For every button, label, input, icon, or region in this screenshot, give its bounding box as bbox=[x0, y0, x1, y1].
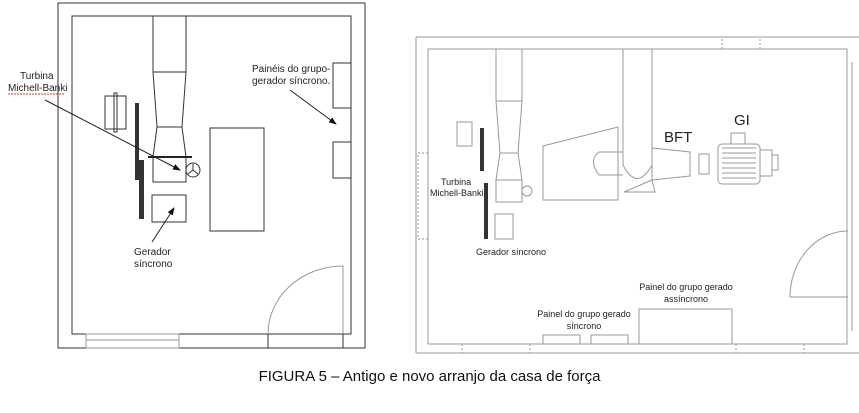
label-turbine: Turbina bbox=[441, 177, 471, 187]
panel-async bbox=[638, 308, 733, 345]
label-generator: síncrono bbox=[134, 259, 173, 270]
coupling bbox=[698, 153, 710, 175]
label-bft: BFT bbox=[664, 129, 692, 146]
flywheel bbox=[104, 95, 127, 130]
table bbox=[209, 127, 265, 232]
old-layout-plan: Turbina Michell-Banki Painéis do grupo- … bbox=[8, 2, 366, 349]
synchronous-generator bbox=[494, 213, 514, 240]
new-layout-plan: BFT GI Turbina Michell-Banki Gerador sín… bbox=[415, 36, 859, 354]
label-panel-sync: síncrono bbox=[567, 321, 602, 331]
draft-pipe bbox=[622, 49, 653, 179]
penstock bbox=[495, 49, 523, 181]
turbine-body bbox=[495, 179, 523, 203]
panel bbox=[332, 141, 352, 179]
belt bbox=[480, 128, 484, 171]
label-turbine: Michell-Banki bbox=[8, 83, 67, 94]
flywheel bbox=[456, 121, 473, 147]
window bbox=[735, 343, 805, 354]
label-panel-async: assíncrono bbox=[664, 294, 708, 304]
label-generator: Gerador síncrono bbox=[476, 247, 546, 257]
label-turbine: Turbina bbox=[20, 71, 54, 82]
window bbox=[417, 152, 429, 240]
label-panels: Painéis do grupo- bbox=[252, 64, 330, 75]
bft-pump bbox=[651, 147, 691, 181]
label-panel-async: Painel do grupo gerado bbox=[639, 282, 733, 292]
penstock bbox=[152, 16, 187, 158]
label-turbine: Michell-Banki bbox=[430, 188, 484, 198]
pump-inlet bbox=[593, 151, 623, 176]
synchronous-generator bbox=[151, 194, 187, 223]
window bbox=[721, 36, 761, 50]
door-swing bbox=[267, 265, 344, 335]
tank bbox=[542, 126, 619, 201]
panel-sync bbox=[542, 334, 581, 345]
label-generator: Gerador bbox=[134, 247, 171, 258]
label-gi: GI bbox=[734, 112, 750, 129]
window bbox=[85, 333, 180, 349]
belt bbox=[135, 103, 139, 180]
figure-caption: FIGURA 5 – Antigo e novo arranjo da casa… bbox=[258, 368, 601, 385]
outer-wall bbox=[57, 2, 366, 349]
handwheel-icon bbox=[185, 162, 201, 178]
panel bbox=[332, 62, 352, 109]
inner-wall bbox=[427, 48, 848, 345]
handwheel-icon bbox=[521, 185, 533, 197]
door-swing bbox=[789, 230, 849, 298]
label-panel-sync: Painel do grupo gerado bbox=[537, 309, 631, 319]
label-panels: gerador síncrono. bbox=[252, 76, 330, 87]
panel-sync bbox=[590, 334, 629, 345]
window bbox=[461, 343, 531, 354]
turbine-body bbox=[152, 156, 187, 183]
